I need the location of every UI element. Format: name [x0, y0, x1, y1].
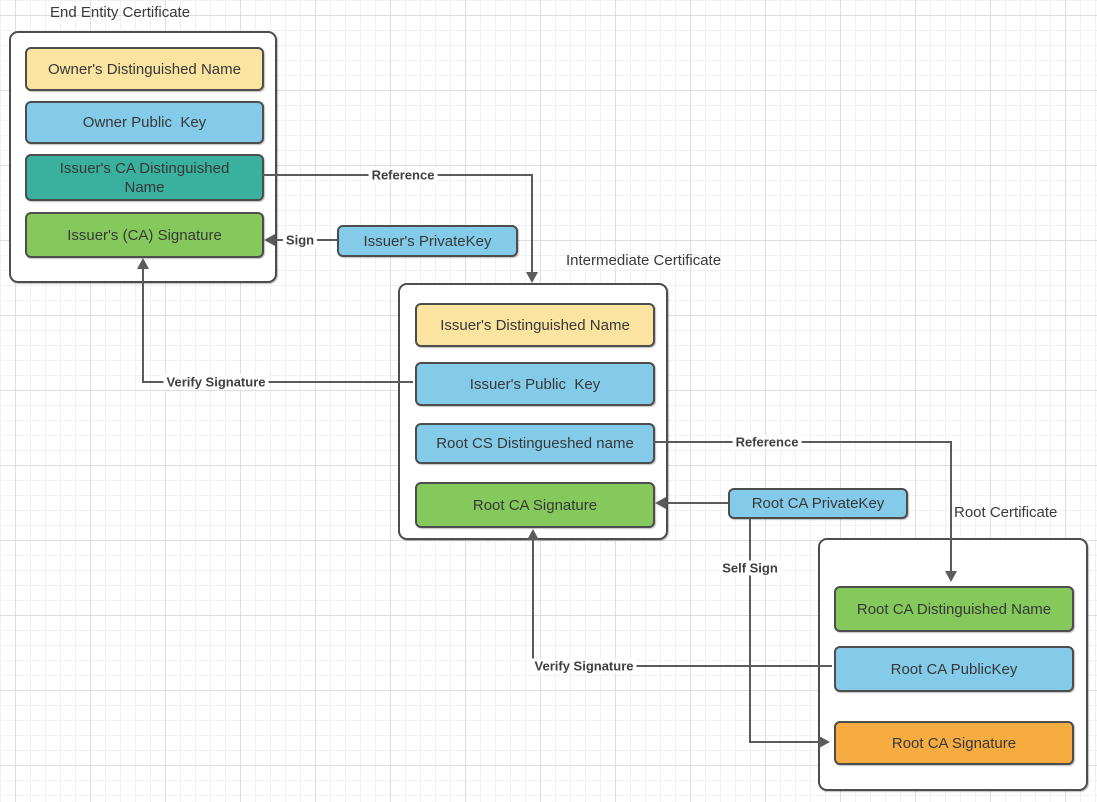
sign-edge-label: Sign: [282, 232, 318, 248]
self-sign-edge-v: [749, 519, 751, 743]
verify-issuer-arrowhead-icon: [137, 258, 149, 269]
root-ca-signature-root-box: Root CA Signature: [834, 721, 1074, 765]
intermediate-certificate-box: Issuer's Distinguished Name Issuer's Pub…: [398, 283, 668, 540]
root-ca-publickey-box: Root CA PublicKey: [834, 646, 1074, 692]
issuers-ca-distinguished-name-box: Issuer's CA Distinguished Name: [25, 154, 264, 201]
verify-root-edge-label: Verify Signature: [531, 658, 637, 674]
issuers-privatekey-box: Issuer's PrivateKey: [337, 225, 518, 257]
issuers-ca-signature-box: Issuer's (CA) Signature: [25, 212, 264, 258]
self-sign-edge-h: [749, 741, 820, 743]
root-ca-signature-intermediate-box: Root CA Signature: [415, 482, 655, 528]
root-certificate-title: Root Certificate: [954, 504, 1058, 521]
sign-arrowhead-icon: [264, 234, 275, 246]
issuers-public-key-box: Issuer's Public Key: [415, 362, 655, 406]
reference-intermediate-edge-v: [531, 174, 533, 273]
root-privatekey-arrowhead-icon: [655, 497, 666, 509]
reference-root-edge-h: [653, 441, 951, 443]
reference-root-edge-v: [950, 441, 952, 572]
owner-public-key-box: Owner Public Key: [25, 101, 264, 144]
verify-root-arrowhead-icon: [527, 529, 539, 540]
end-entity-certificate-box: Owner's Distinguished Name Owner Public …: [9, 31, 277, 283]
root-cs-distingueshed-name-box: Root CS Distingueshed name: [415, 423, 655, 464]
verify-issuer-edge-h: [142, 381, 413, 383]
reference-root-edge-label: Reference: [732, 434, 802, 450]
verify-root-edge-v: [532, 538, 534, 667]
reference-intermediate-arrowhead-icon: [526, 272, 538, 283]
reference-root-arrowhead-icon: [945, 571, 957, 582]
root-ca-distinguished-name-box: Root CA Distinguished Name: [834, 586, 1074, 632]
verify-issuer-edge-v: [142, 267, 144, 382]
end-entity-certificate-title: End Entity Certificate: [50, 4, 191, 21]
self-sign-edge-label: Self Sign: [719, 560, 781, 576]
intermediate-certificate-title: Intermediate Certificate: [566, 252, 722, 269]
verify-issuer-edge-label: Verify Signature: [163, 374, 269, 390]
reference-intermediate-edge-label: Reference: [368, 167, 438, 183]
issuers-distinguished-name-box: Issuer's Distinguished Name: [415, 303, 655, 347]
owners-distinguished-name-box: Owner's Distinguished Name: [25, 47, 264, 91]
root-privatekey-edge-h: [666, 502, 728, 504]
self-sign-arrowhead-icon: [819, 736, 830, 748]
root-ca-privatekey-box: Root CA PrivateKey: [728, 488, 908, 519]
verify-root-edge-h: [532, 665, 832, 667]
